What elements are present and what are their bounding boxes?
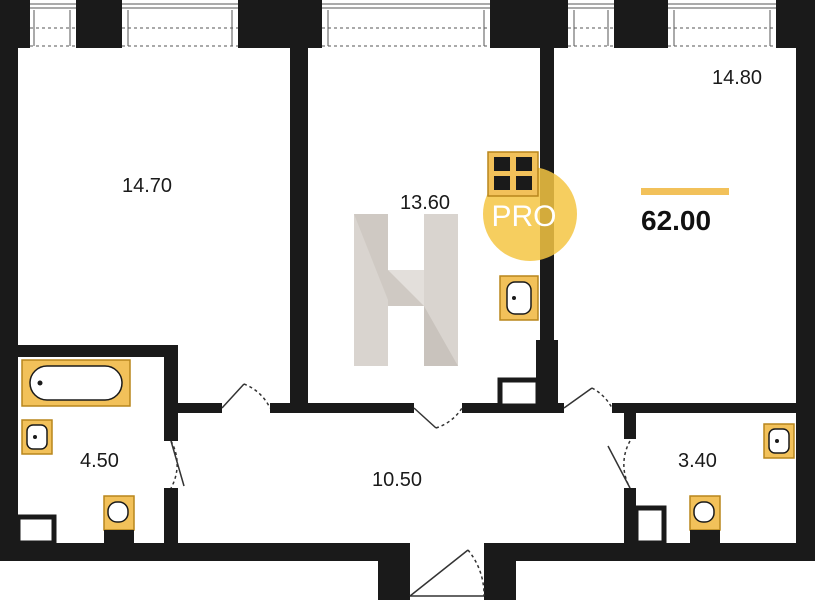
utility-box-middle (497, 377, 541, 409)
wall-outer-left (0, 0, 18, 548)
wall-top-left-corner (0, 0, 30, 48)
wall-pier-2 (238, 0, 322, 48)
wc-toilet-icon (689, 495, 721, 543)
room-area-label-left: 14.70 (122, 175, 172, 197)
window-2 (122, 3, 238, 47)
wall-wc-left-upper (624, 403, 636, 439)
window-5 (668, 3, 776, 47)
brand-watermark-icon (354, 214, 458, 366)
bathroom-sink-icon (21, 419, 53, 455)
wall-stub-middle (536, 340, 558, 410)
door-entry (409, 549, 485, 597)
room-area-label-hallway: 10.50 (372, 469, 422, 491)
room-area-label-middle: 13.60 (400, 192, 450, 214)
utility-box-wc (633, 505, 667, 546)
door-middle-room (413, 407, 463, 429)
room-area-label-bathroom: 4.50 (80, 450, 119, 472)
window-3 (322, 3, 490, 47)
total-area-accent-bar (641, 188, 729, 195)
fixtures (21, 151, 795, 543)
kitchen-sink-icon (499, 275, 539, 321)
total-area-label: 62.00 (641, 205, 711, 236)
wall-pier-4 (614, 0, 668, 48)
wall-bathroom-right-lower (164, 488, 178, 548)
door-bathroom (170, 440, 185, 489)
windows (30, 3, 776, 47)
wall-bottom-left (0, 543, 410, 561)
wall-corridor-top-2 (270, 403, 414, 413)
wall-entry-pier-left (378, 543, 410, 600)
wall-corridor-top-1 (178, 403, 222, 413)
window-ticks (33, 10, 771, 46)
room-area-label-wc: 3.40 (678, 450, 717, 472)
bathtub-icon (21, 359, 131, 407)
doors (170, 383, 631, 597)
door-left-room (221, 383, 271, 409)
wall-pier-1 (76, 0, 122, 48)
wall-corridor-top-4 (612, 403, 808, 413)
pro-badge-text: PRO (491, 200, 556, 233)
wc-sink-icon (763, 423, 795, 459)
wall-bathroom-right-upper (164, 345, 178, 441)
window-1 (30, 3, 76, 47)
wall-pier-3 (490, 0, 568, 48)
room-area-label-right: 14.80 (712, 67, 762, 89)
door-right-room (563, 387, 613, 409)
wall-bathroom-top (0, 345, 178, 357)
wall-left-middle-partition (290, 48, 308, 412)
bathroom-toilet-icon (103, 495, 135, 543)
door-wc (607, 440, 631, 489)
utility-box-bathroom (15, 514, 57, 546)
wall-wc-left-lower (624, 488, 636, 548)
stove-icon (487, 151, 539, 197)
window-4 (568, 3, 614, 47)
wall-outer-right (796, 0, 815, 560)
wall-entry-pier-right (484, 543, 516, 600)
wall-bottom-right (484, 543, 815, 561)
